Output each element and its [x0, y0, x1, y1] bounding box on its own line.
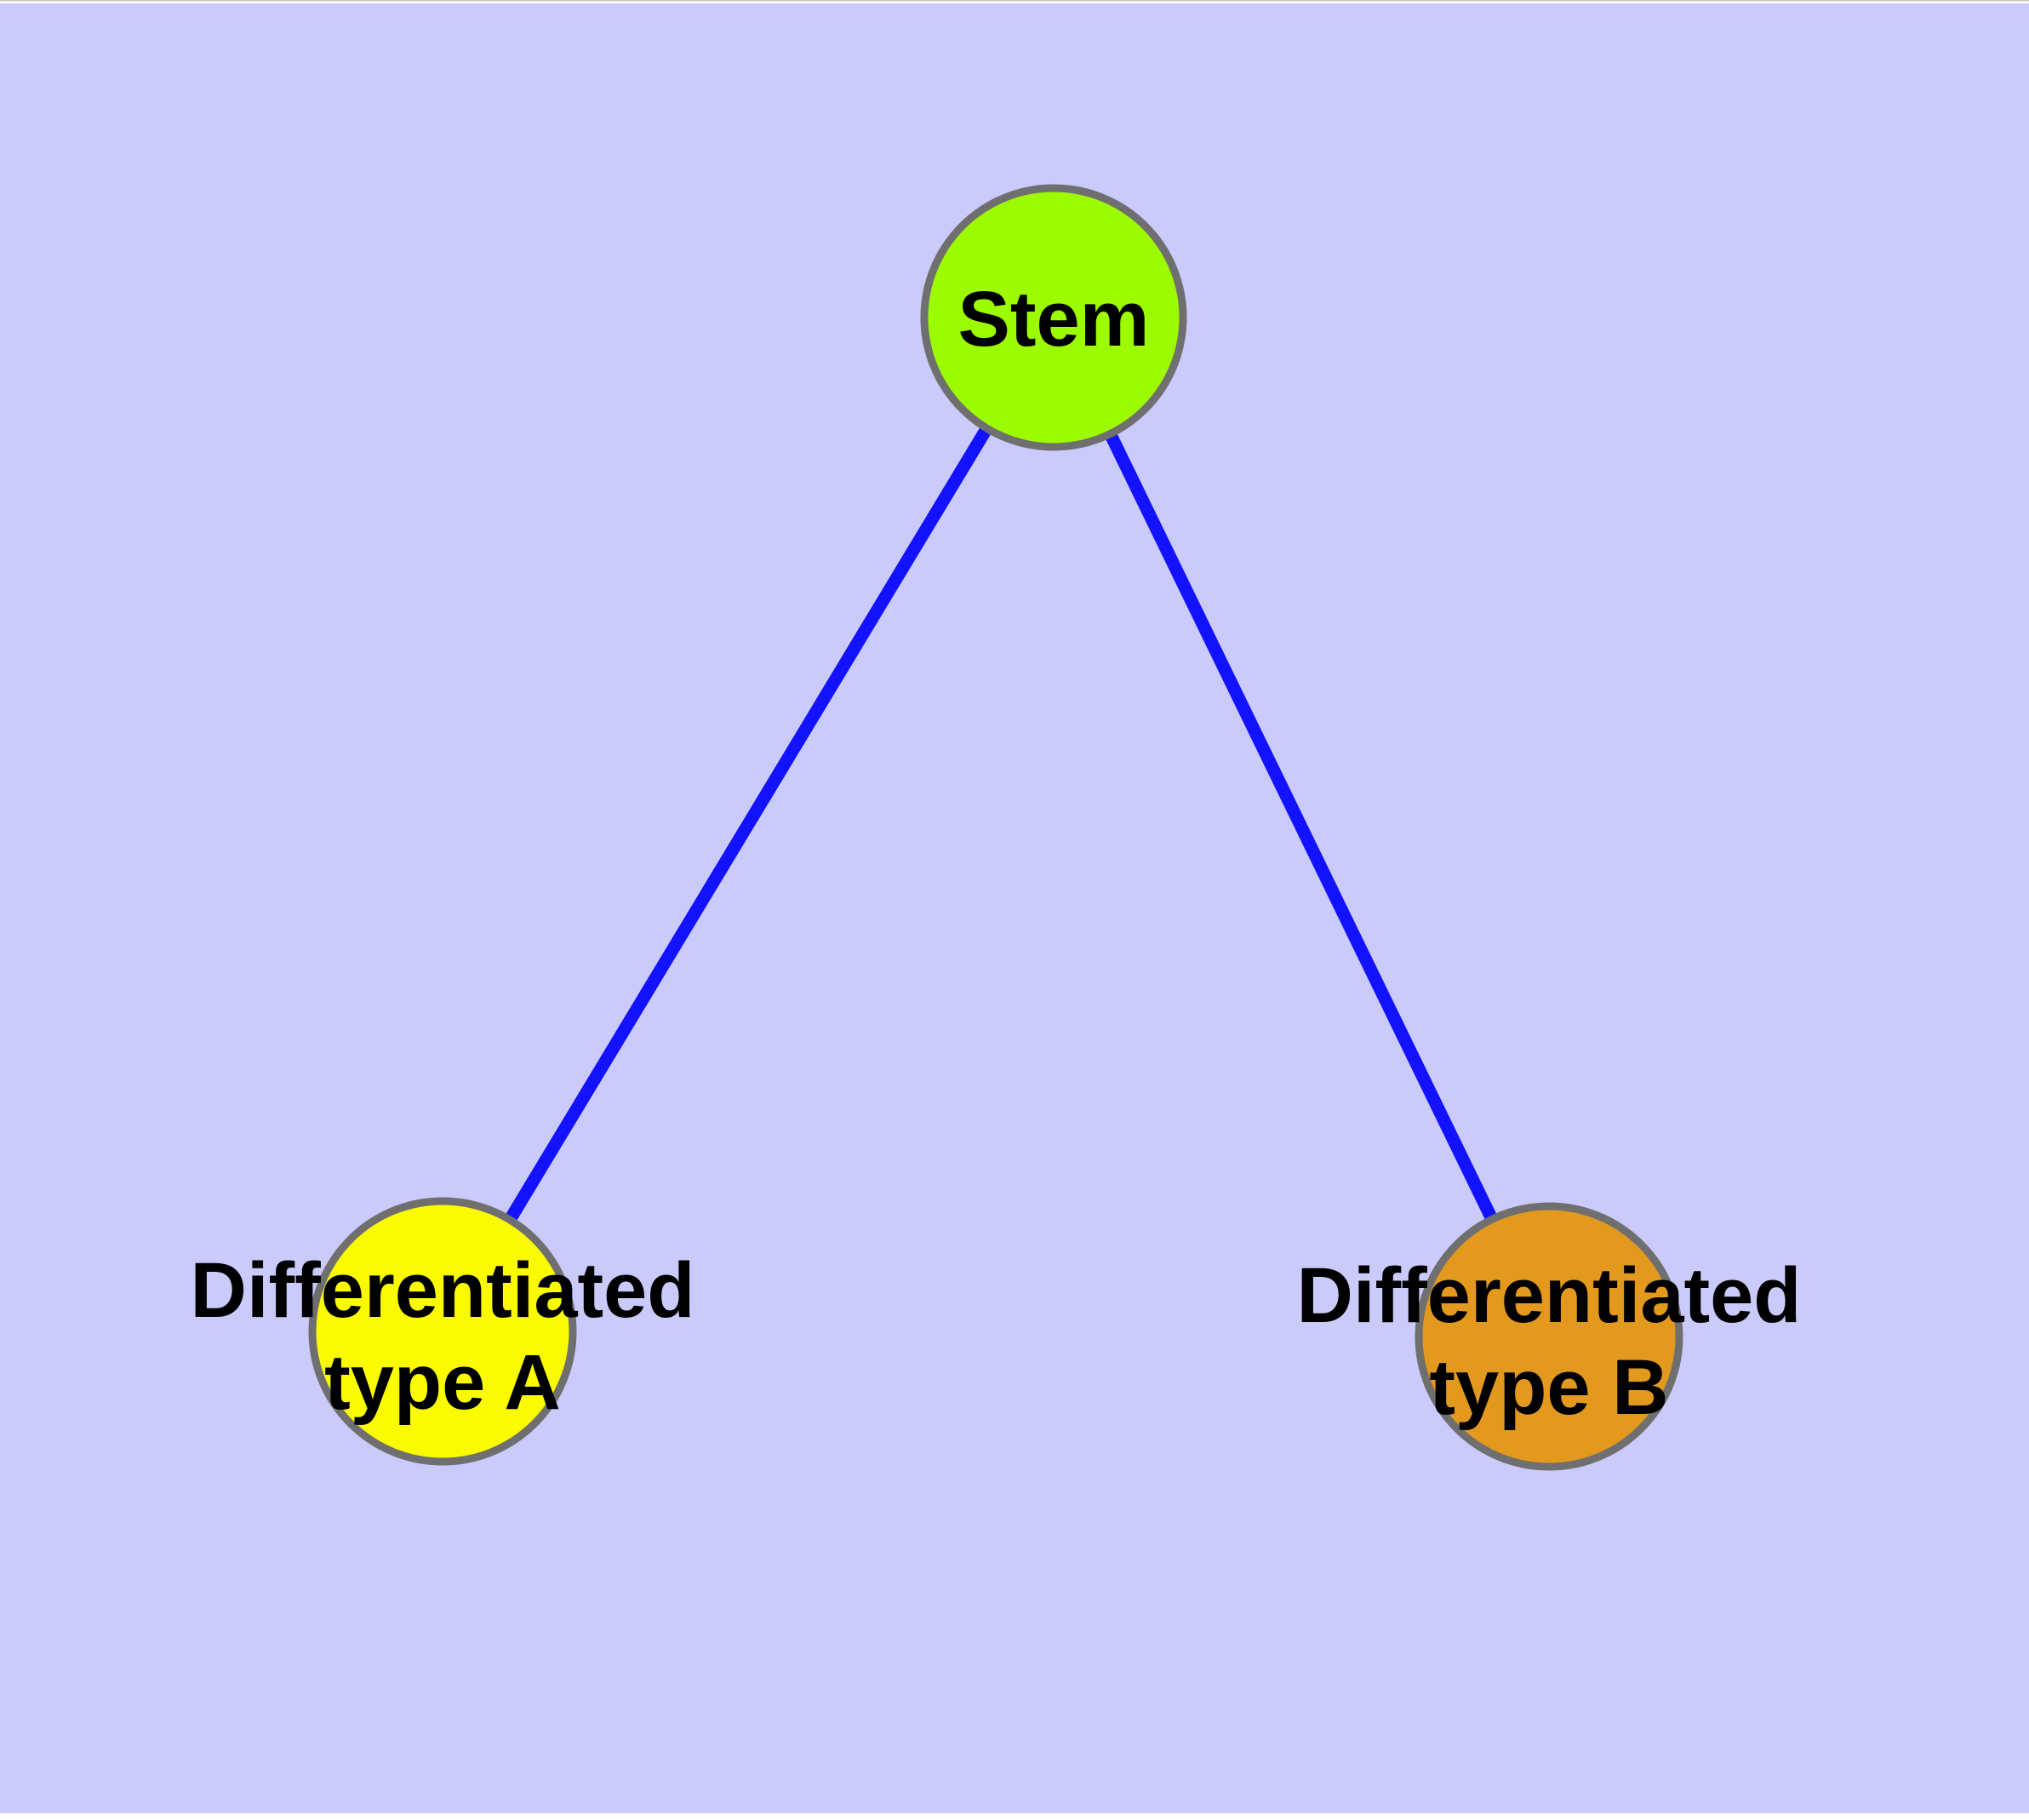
node-type-b-label-line2: type B	[1429, 1344, 1668, 1431]
window-top-edge	[0, 0, 2029, 2]
node-differentiated-type-b	[1415, 1202, 1683, 1471]
node-type-b-label-line1: Differentiated	[1297, 1252, 1802, 1339]
node-differentiated-type-a	[308, 1197, 577, 1466]
node-type-a-label-line2: type A	[324, 1339, 561, 1426]
edge-stem-to-type-b	[1048, 314, 1555, 1340]
node-stem	[920, 184, 1187, 451]
node-type-a-label-line1: Differentiated	[191, 1247, 695, 1334]
edge-stem-to-type-a	[437, 314, 1060, 1335]
node-stem-label: Stem	[958, 276, 1150, 363]
